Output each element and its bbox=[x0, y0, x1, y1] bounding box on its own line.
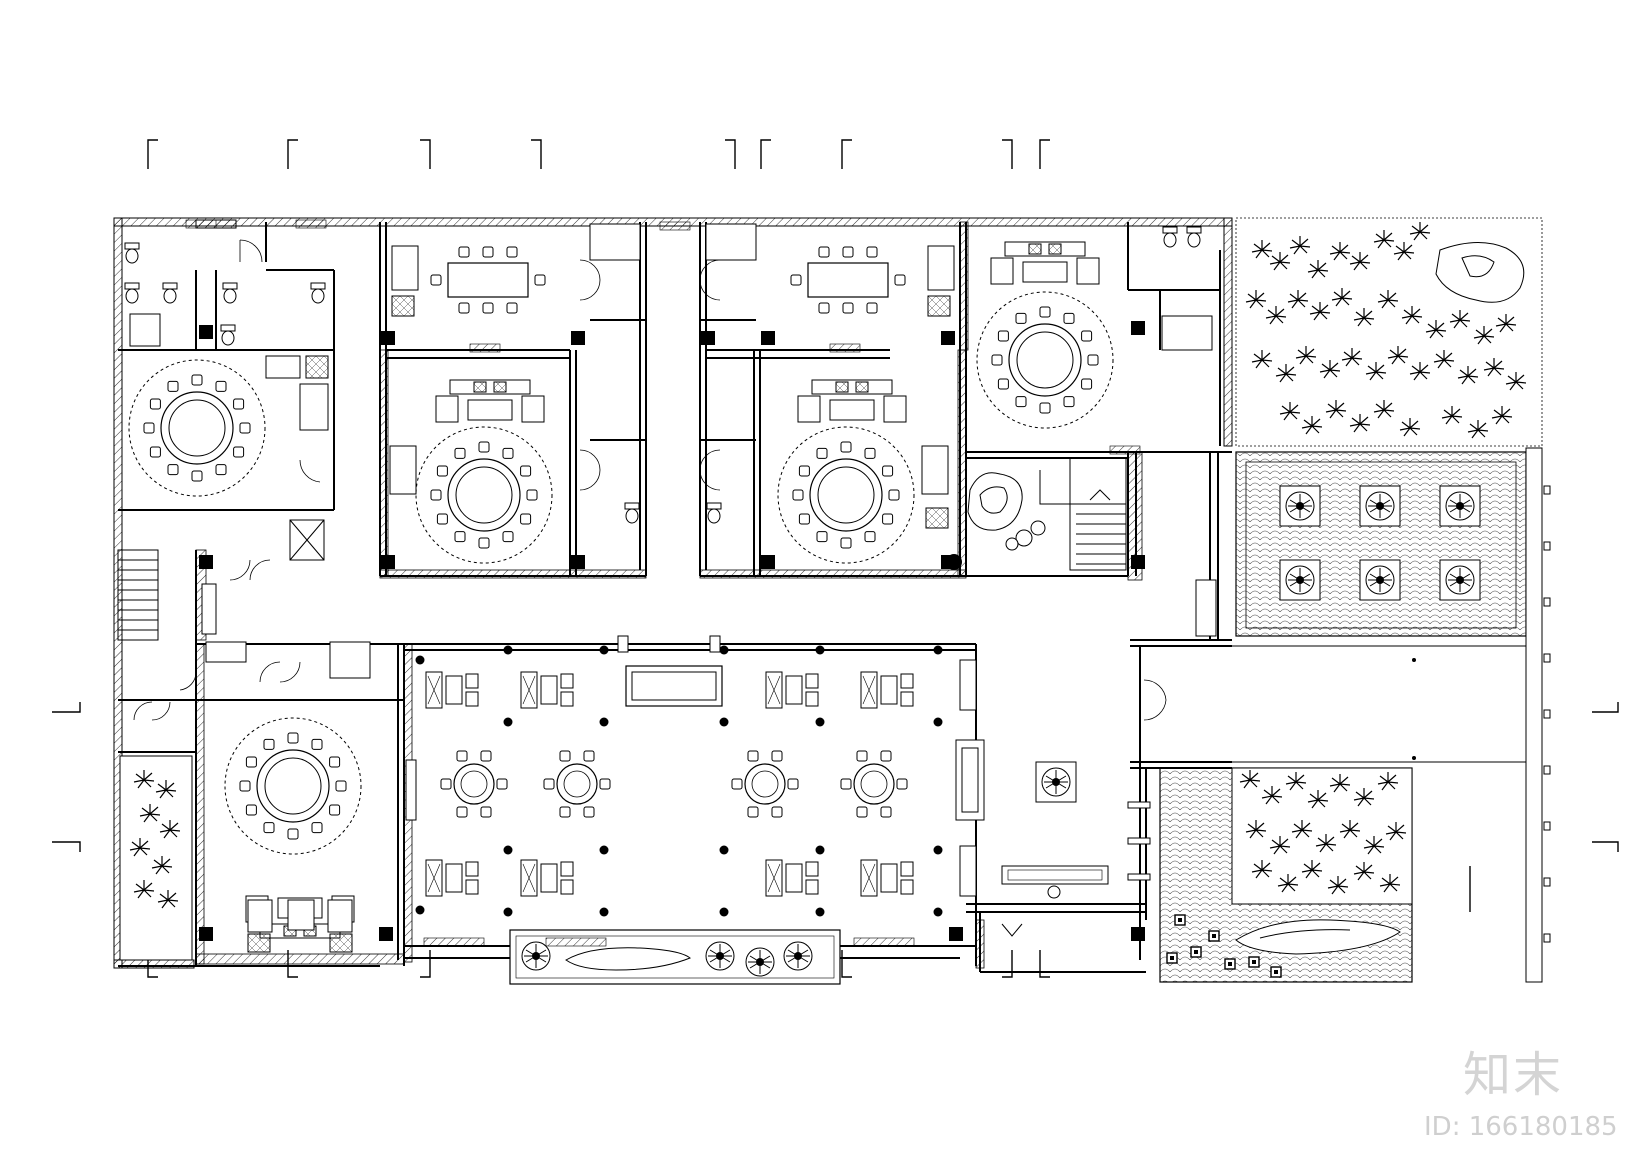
round-table-icon bbox=[778, 427, 914, 563]
rect-tables bbox=[431, 247, 905, 313]
garden-bottom-right bbox=[1159, 767, 1413, 983]
garden-top-right bbox=[1235, 217, 1543, 447]
hall-booths bbox=[425, 665, 914, 897]
door-swing-icon bbox=[133, 239, 1167, 721]
entrance-lobby bbox=[1001, 761, 1151, 937]
round-table-icon bbox=[416, 427, 552, 563]
wall-hatch-segments bbox=[195, 221, 1143, 969]
wall-blocks bbox=[185, 219, 1141, 947]
watermark-brand: 知末 bbox=[1463, 1047, 1564, 1103]
left-planting bbox=[119, 755, 193, 961]
round-table-icon bbox=[129, 360, 265, 496]
sofa-sets bbox=[245, 241, 1100, 939]
paved-court bbox=[1232, 447, 1551, 983]
rockery-icon bbox=[967, 472, 1046, 551]
watermark-id: ID: 166180185 bbox=[1424, 1112, 1618, 1142]
round-table-icon bbox=[977, 292, 1113, 428]
cabinets bbox=[201, 245, 1217, 953]
hall-side-cabinets bbox=[405, 659, 985, 897]
hall-round-tables bbox=[441, 751, 907, 817]
stair-icon bbox=[117, 457, 1127, 641]
restrooms bbox=[124, 219, 1213, 679]
round-table-icon bbox=[225, 718, 361, 854]
columns bbox=[199, 321, 1145, 941]
